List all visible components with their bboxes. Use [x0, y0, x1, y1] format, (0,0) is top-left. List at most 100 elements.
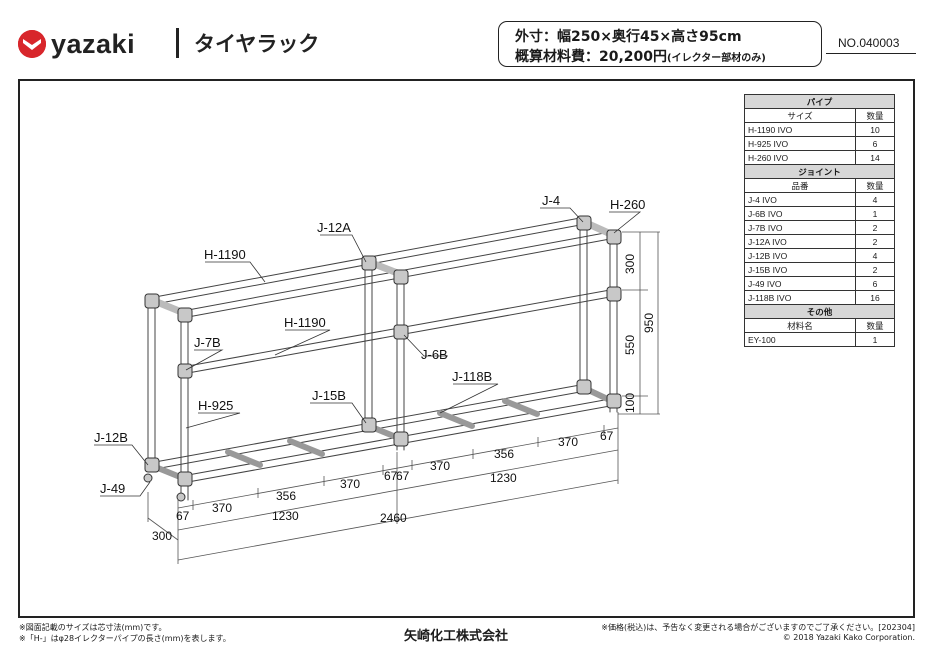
dim-back-seg1: 370 [430, 459, 450, 473]
other-name: EY-100 [744, 332, 856, 347]
joint-header-part: 品番 [744, 178, 856, 193]
joint-j12a-top-mid [361, 255, 377, 271]
joint-qty: 6 [855, 276, 895, 291]
label-j49: J-49 [100, 481, 125, 496]
pipe-name: H-925 IVO [744, 136, 856, 151]
height-dimension-lines [618, 231, 660, 415]
yazaki-logo: yazaki [18, 28, 135, 60]
pipe-header-qty: 数量 [855, 108, 895, 123]
joint-j49-foot [176, 492, 186, 502]
footer-note-2: ※「H-」はφ28イレクターパイプの長さ(mm)を表します。 [19, 634, 231, 643]
joint-header-qty: 数量 [855, 178, 895, 193]
dim-front-seg1: 370 [212, 501, 232, 515]
header-separator [176, 28, 179, 58]
spec-cost-note: (イレクター部材のみ) [667, 53, 766, 64]
label-j118b: J-118B [452, 369, 492, 384]
joint-name: J-118B IVO [744, 290, 856, 305]
yazaki-logo-mark-icon [18, 30, 46, 58]
pipe-qty: 6 [855, 136, 895, 151]
label-j4: J-4 [542, 193, 560, 208]
dim-height-bottom: 100 [623, 393, 637, 413]
label-j15b: J-15B [312, 388, 346, 403]
post-front-right [579, 221, 588, 391]
pipe-name: H-1190 IVO [744, 122, 856, 137]
joint-j4-top-rear-left [177, 307, 193, 323]
spec-size: 外寸：幅250×奥行45×高さ95cm [515, 29, 742, 45]
joint-j7b-left [177, 363, 193, 379]
other-section-header: その他 [744, 304, 895, 319]
joints [143, 215, 622, 502]
joint-qty: 2 [855, 262, 895, 277]
joint-qty: 4 [855, 192, 895, 207]
joint-j15b-bottom-mid [361, 417, 377, 433]
dim-front-offset-mid-a: 67 [384, 469, 398, 483]
joint-section-header: ジョイント [744, 164, 895, 179]
footer-copyright: © 2018 Yazaki Kako Corporation. [782, 633, 915, 642]
other-header-material: 材料名 [744, 318, 856, 333]
other-header-qty: 数量 [855, 318, 895, 333]
drawing-frame [18, 79, 915, 618]
dim-height-top: 300 [623, 254, 637, 274]
joint-qty: 1 [855, 206, 895, 221]
joint-name: J-49 IVO [744, 276, 856, 291]
pipe-name: H-260 IVO [744, 150, 856, 165]
dim-half-width-front: 1230 [272, 509, 299, 523]
spec-box: 外寸：幅250×奥行45×高さ95cm 概算材料費：20,200円(イレクター部… [498, 21, 822, 67]
label-j12a: J-12A [317, 220, 351, 235]
joint-j12b-bottom-right [576, 379, 592, 395]
leader-lines [94, 207, 642, 497]
dim-total-width: 2460 [380, 511, 407, 525]
pipe-qty: 10 [855, 122, 895, 137]
joint-name: J-4 IVO [744, 192, 856, 207]
joint-j49-foot-front [143, 473, 153, 483]
label-h260: H-260 [610, 197, 645, 212]
width-dimension-lines [147, 412, 619, 564]
pipe-section-header: パイプ [744, 94, 895, 109]
dim-front-seg3: 370 [340, 477, 360, 491]
dim-front-offset-left: 67 [176, 509, 190, 523]
dim-front-offset-mid-b: 67 [396, 469, 410, 483]
joint-name: J-12B IVO [744, 248, 856, 263]
document-number: NO.040003 [838, 36, 900, 50]
joint-j12b-bottom-rear-right [606, 393, 622, 409]
dim-depth: 300 [152, 529, 172, 543]
joint-qty: 2 [855, 220, 895, 235]
footer-price-note: ※価格(税込)は、予告なく変更される場合がございますのでご了承ください。[202… [601, 623, 915, 632]
other-qty: 1 [855, 332, 895, 347]
dim-half-width-back: 1230 [490, 471, 517, 485]
product-name: タイヤラック [194, 32, 320, 56]
joint-j12b-bottom-left [144, 457, 160, 473]
dim-height-mid: 550 [623, 335, 637, 355]
joint-j7b-right [606, 286, 622, 302]
post-rear-mid [396, 274, 405, 451]
joint-j12a-top-mid-rear [393, 269, 409, 285]
dim-back-seg2: 356 [494, 447, 514, 461]
joint-qty: 16 [855, 290, 895, 305]
dim-back-offset-right: 67 [600, 429, 614, 443]
brand-name: yazaki [51, 28, 136, 59]
joint-name: J-6B IVO [744, 206, 856, 221]
joint-j12b-top-left [144, 293, 160, 309]
joint-qty: 4 [855, 248, 895, 263]
label-j6b: J-6B [421, 347, 448, 362]
label-h1190-mid: H-1190 [284, 315, 326, 330]
joint-j4-top-rear-right [606, 229, 622, 245]
footer-note-1: ※図面記載のサイズは芯寸法(mm)です。 [19, 623, 167, 632]
company-name: 矢崎化工株式会社 [404, 629, 509, 644]
post-front-left [147, 302, 156, 471]
dim-front-seg2: 356 [276, 489, 296, 503]
label-h925: H-925 [198, 398, 233, 413]
